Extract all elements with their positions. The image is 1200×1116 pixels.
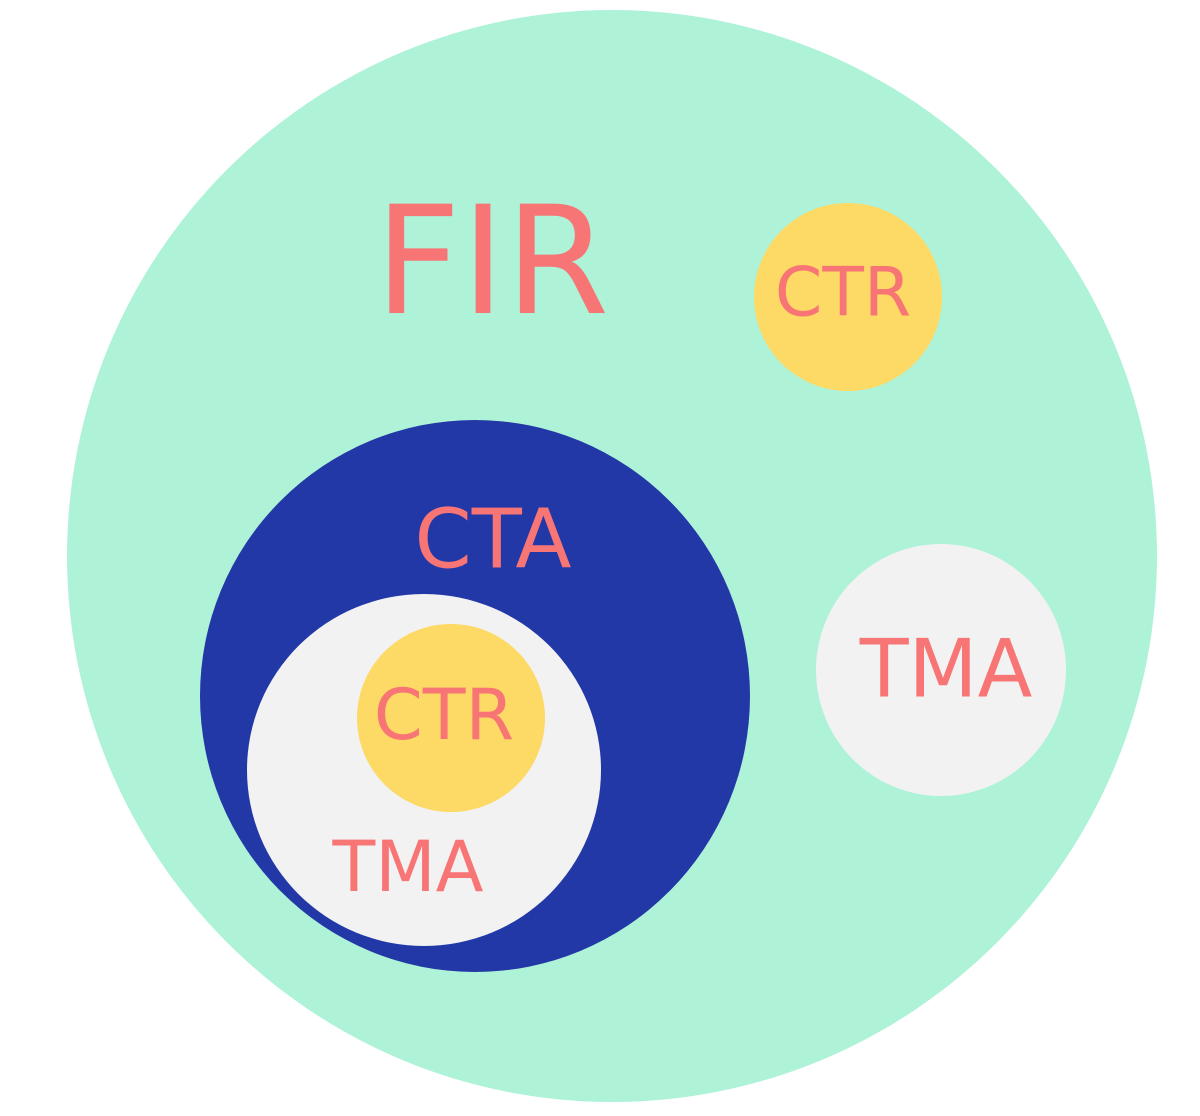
fir-label: FIR [375, 175, 610, 349]
tma-outer-circle [816, 544, 1066, 796]
ctr-inner-region: CTR [357, 624, 545, 812]
tma-inner-label: TMA [331, 826, 483, 908]
tma-outer-region: TMA [816, 544, 1066, 796]
ctr-outer-label: CTR [775, 254, 911, 333]
ctr-inner-label: CTR [374, 674, 514, 756]
tma-outer-label: TMA [859, 623, 1033, 716]
cta-label: CTA [414, 493, 571, 588]
ctr-outer-region: CTR [754, 203, 942, 391]
ctr-inner-circle [357, 624, 545, 812]
ctr-outer-circle [754, 203, 942, 391]
